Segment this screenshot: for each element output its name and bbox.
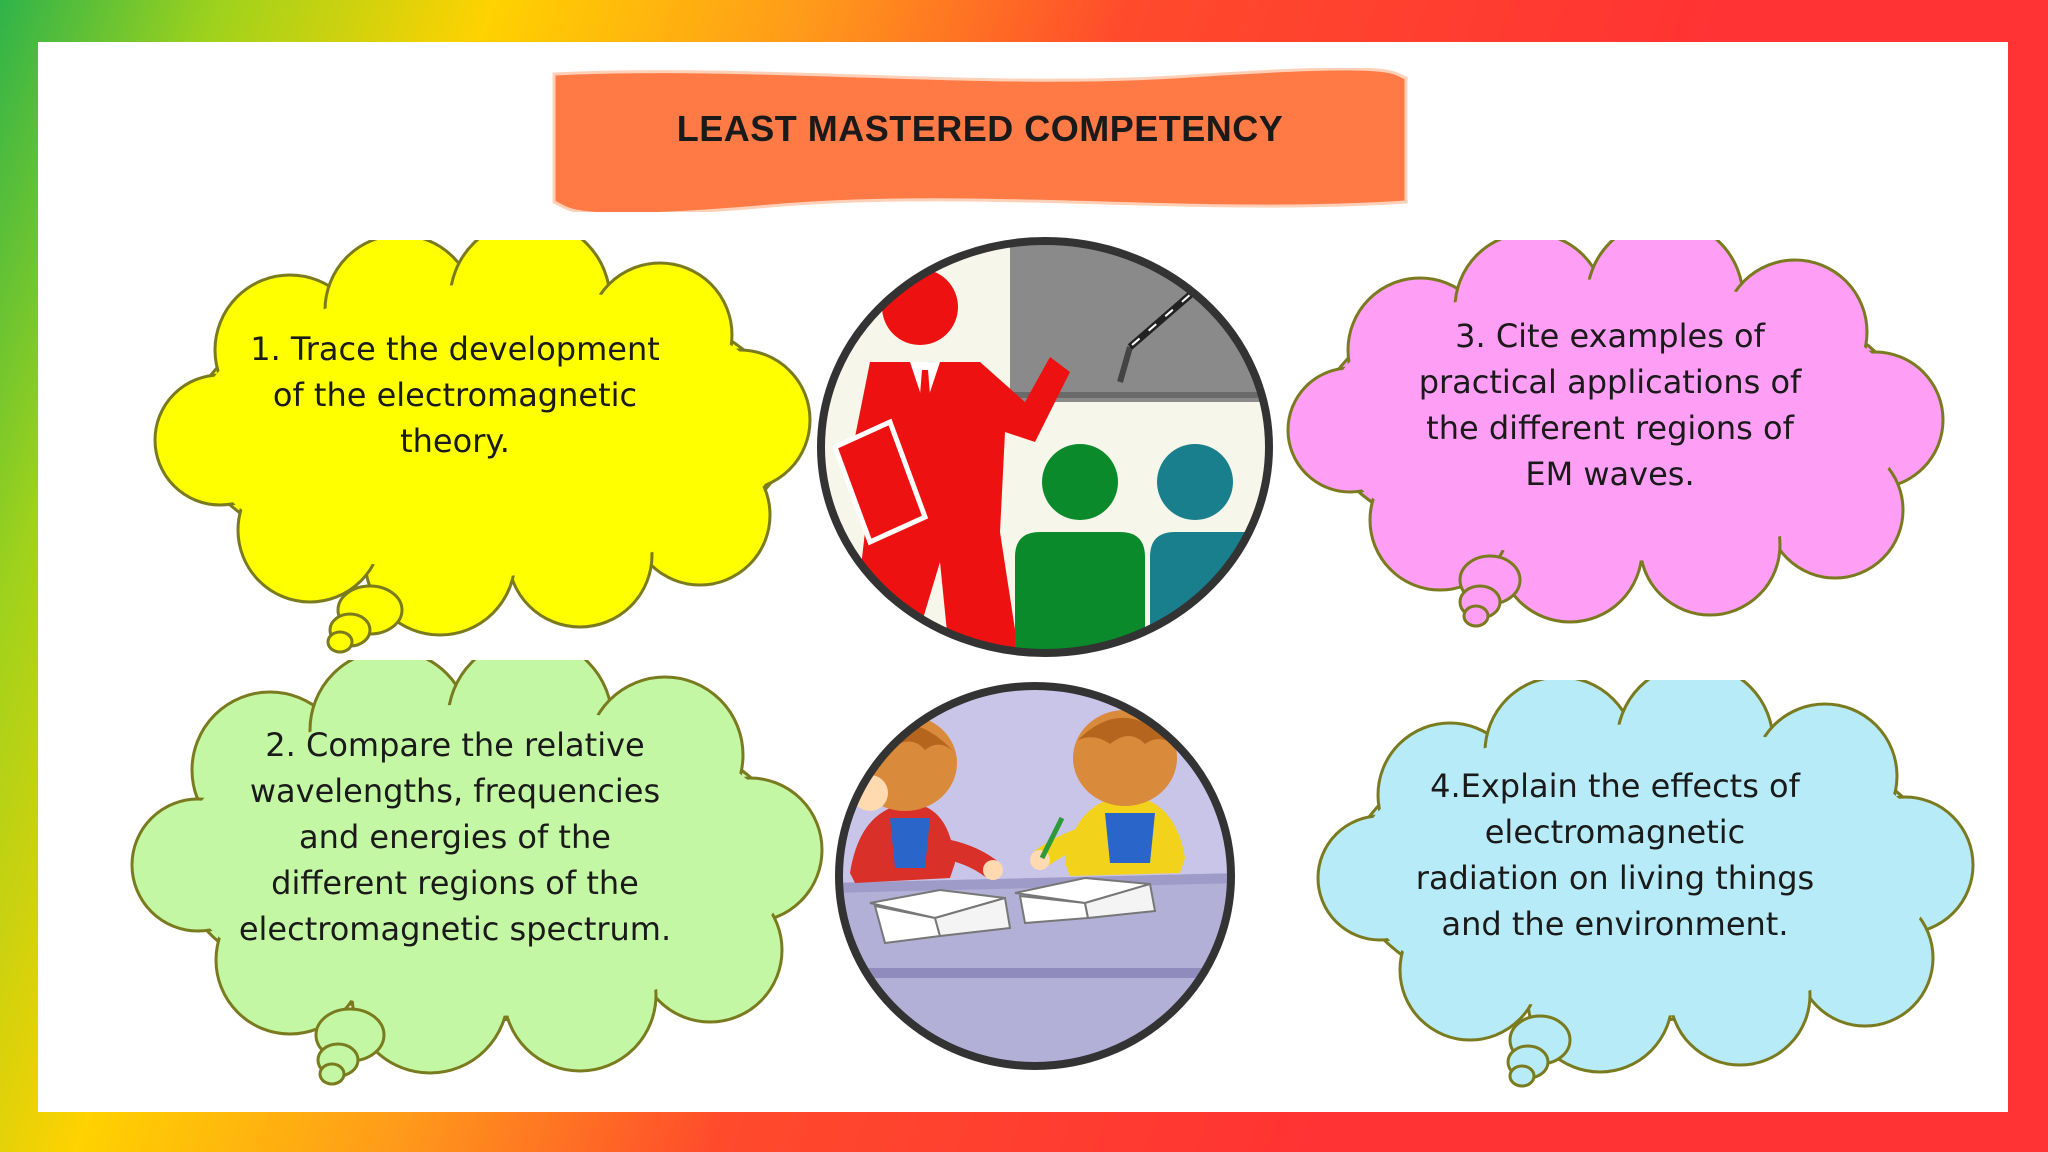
competency-1-text: 1. Trace the development of the electrom…	[250, 330, 660, 460]
competency-2-text: 2. Compare the relative wavelengths, fre…	[238, 726, 672, 948]
thought-cloud-2	[130, 660, 824, 1086]
students-studying-icon	[835, 682, 1235, 1070]
thought-cloud-4	[1316, 680, 1975, 1088]
page-title: LEAST MASTERED COMPETENCY	[676, 108, 1284, 149]
thought-cloud-3	[1286, 240, 1945, 628]
thought-cloud-1	[153, 240, 812, 654]
title-banner	[552, 68, 1408, 212]
competency-4-text: 4.Explain the effects of electromagnetic…	[1415, 767, 1815, 943]
teacher-pointing-at-board-icon	[817, 237, 1273, 657]
competency-3-text: 3. Cite examples of practical applicatio…	[1418, 317, 1802, 493]
